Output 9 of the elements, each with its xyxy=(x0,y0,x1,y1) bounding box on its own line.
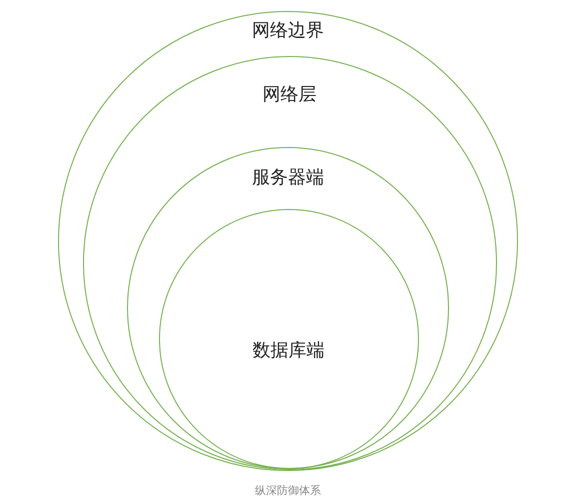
caption: 纵深防御体系 xyxy=(255,483,321,498)
circle-region xyxy=(158,208,418,468)
circle-region xyxy=(58,11,518,471)
circle-region xyxy=(127,147,449,469)
region-label: 网络边界 xyxy=(252,20,324,40)
region-label: 网络层 xyxy=(262,84,316,104)
region-label: 数据库端 xyxy=(252,340,324,360)
circle-region xyxy=(82,56,496,470)
region-label: 服务器端 xyxy=(252,166,324,186)
